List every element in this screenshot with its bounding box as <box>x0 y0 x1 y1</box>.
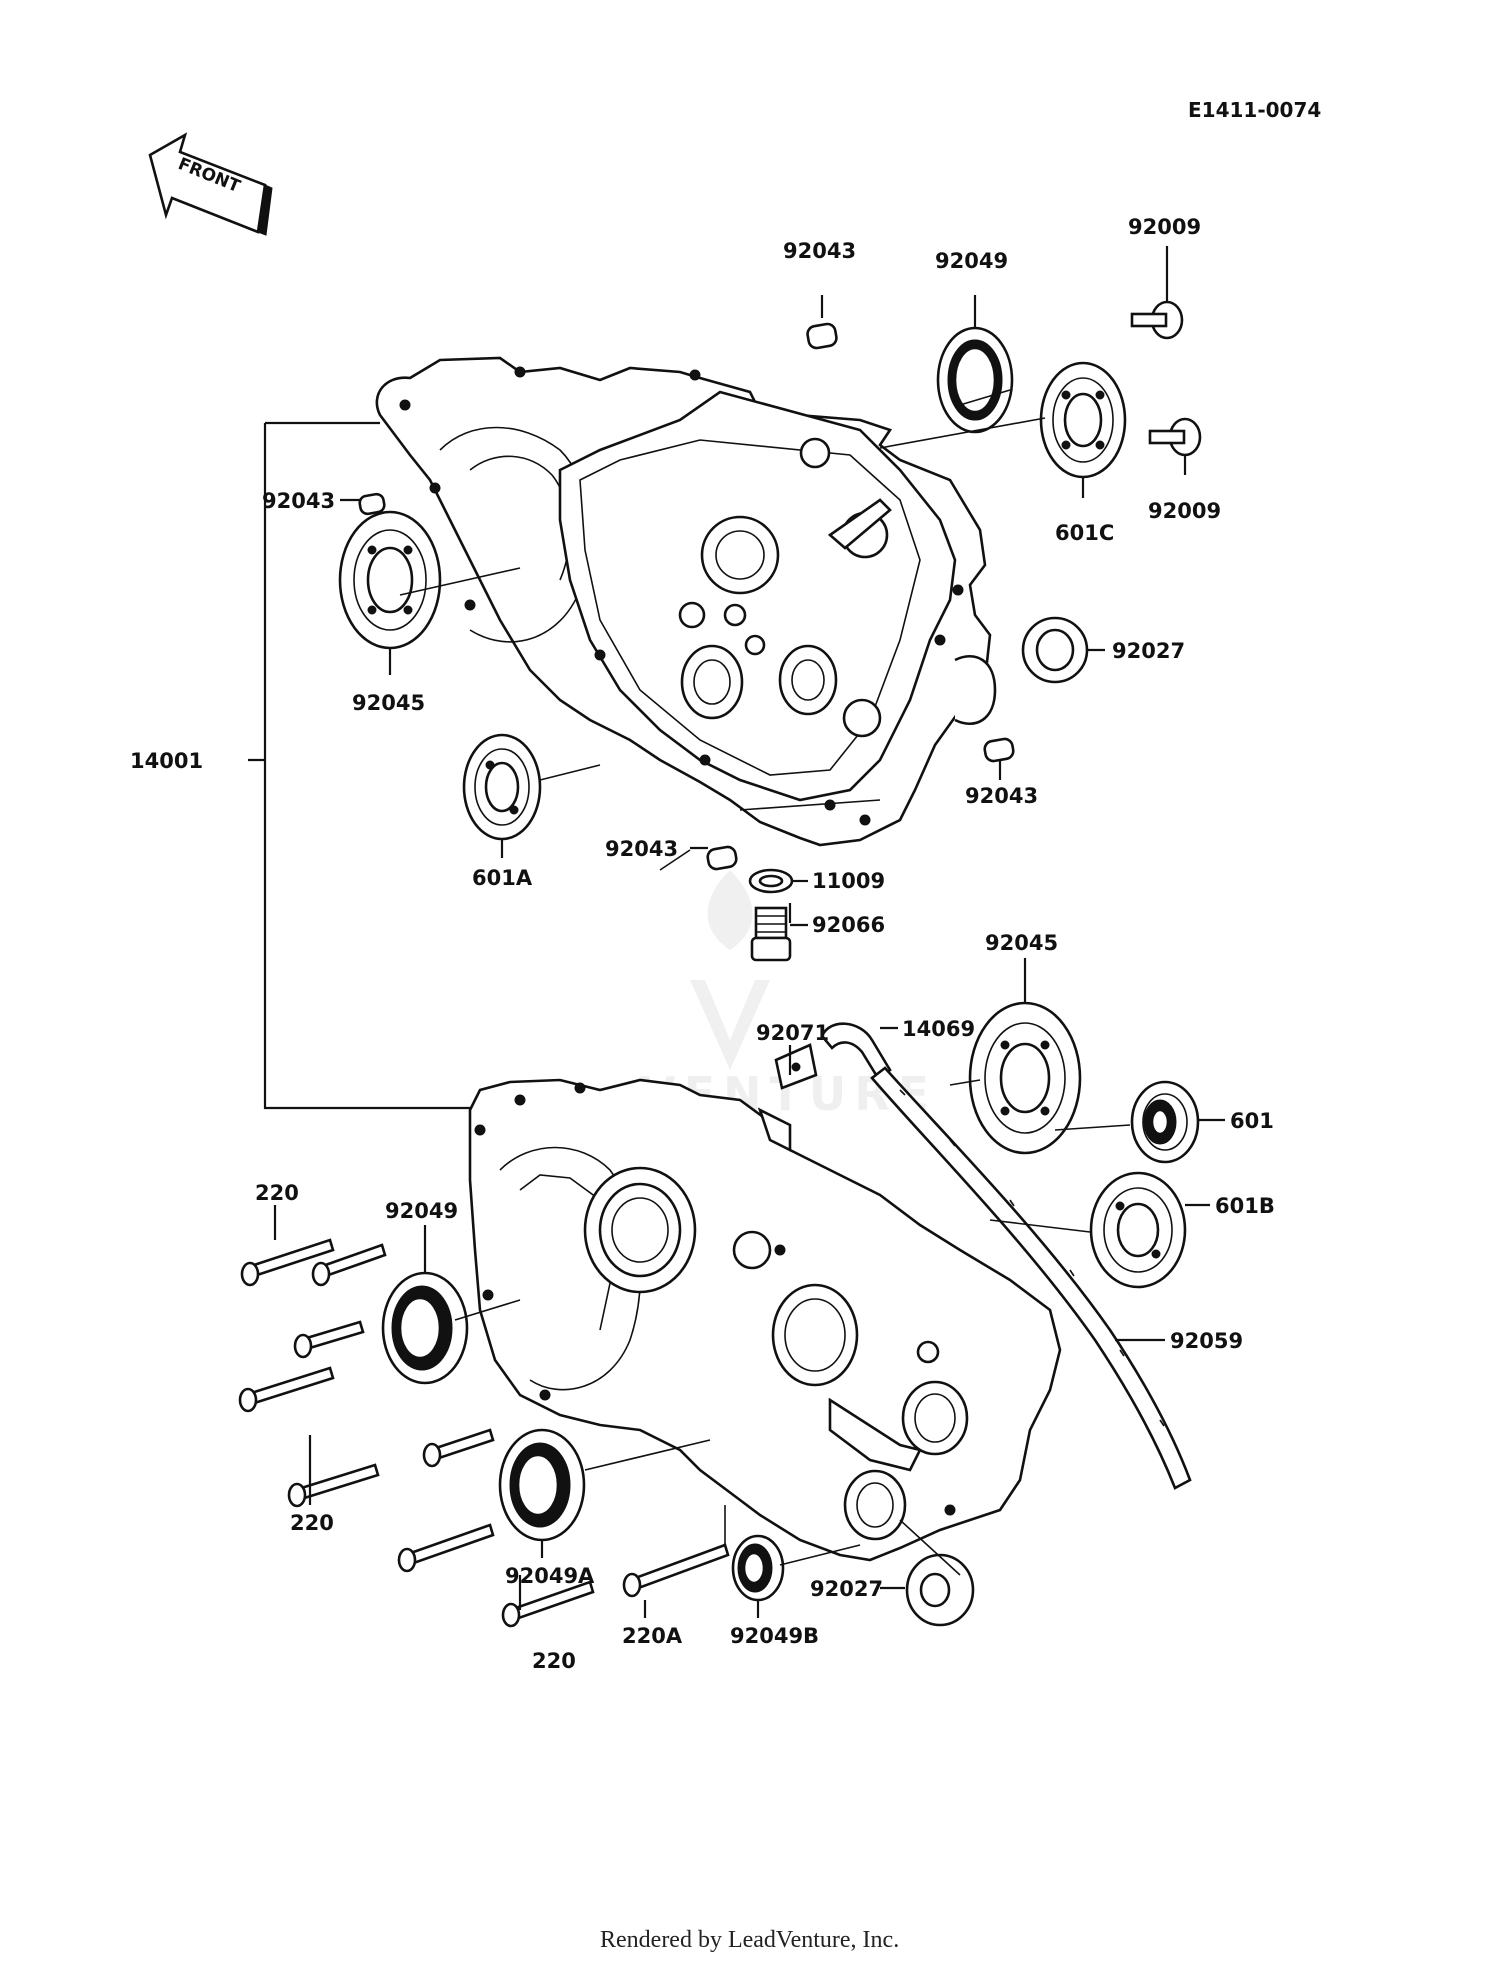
ball-bearing-icon <box>462 733 542 841</box>
label-92049B: 92049B <box>730 1624 819 1648</box>
dowel-pin-icon <box>358 322 1015 871</box>
gasket-icon <box>748 868 794 894</box>
breather-hose-icon <box>870 1066 1192 1490</box>
label-601B: 601B <box>1215 1194 1275 1218</box>
label-92045-left: 92045 <box>352 691 425 715</box>
oil-seal-icon <box>936 326 1014 434</box>
label-601A: 601A <box>472 866 533 890</box>
label-601C: 601C <box>1055 521 1114 545</box>
footer-credit: Rendered by LeadVenture, Inc. <box>600 1927 899 1953</box>
label-92049-left: 92049 <box>385 1199 458 1223</box>
label-601: 601 <box>1230 1109 1274 1133</box>
ball-bearing-icon <box>1089 1171 1187 1289</box>
oil-seal-icon <box>381 1271 469 1385</box>
crankcase-bolt-icon <box>238 1238 730 1628</box>
collar-icon <box>1021 616 1089 684</box>
drawing-id: E1411-0074 <box>1188 98 1321 122</box>
ball-bearing-icon <box>968 1001 1082 1155</box>
ball-bearing-icon <box>1130 1080 1200 1164</box>
label-92043-right: 92043 <box>965 784 1038 808</box>
label-92009-mid: 92009 <box>1148 499 1221 523</box>
label-220-top: 220 <box>255 1181 299 1205</box>
oil-seal-icon <box>731 1534 785 1602</box>
label-92059: 92059 <box>1170 1329 1243 1353</box>
drain-plug-icon <box>750 906 792 962</box>
label-220-mid: 220 <box>290 1511 334 1535</box>
leader-lines <box>248 246 1225 1618</box>
label-14001: 14001 <box>130 749 203 773</box>
lower-crankcase-half <box>468 1078 1062 1562</box>
label-220-bottom: 220 <box>532 1649 576 1673</box>
ball-bearing-icon <box>1039 361 1127 479</box>
ball-bearing-icon <box>338 510 442 650</box>
label-92043-left: 92043 <box>262 489 335 513</box>
label-92043-lower: 92043 <box>605 837 678 861</box>
label-92071: 92071 <box>756 1021 829 1045</box>
upper-crankcase-half <box>375 356 997 847</box>
part-labels: 92043 92049 92009 92009 601C 92043 92027… <box>130 215 1275 1673</box>
label-14069: 14069 <box>902 1017 975 1041</box>
label-92045-right: 92045 <box>985 931 1058 955</box>
fitting-icon <box>774 1043 818 1090</box>
collar-icon <box>905 1553 975 1627</box>
label-92049A: 92049A <box>505 1564 595 1588</box>
label-92066: 92066 <box>812 913 885 937</box>
label-92043-top: 92043 <box>783 239 856 263</box>
label-220A: 220A <box>622 1624 683 1648</box>
oil-seal-icon <box>498 1428 586 1542</box>
label-92049-top: 92049 <box>935 249 1008 273</box>
bolt-icon <box>1130 300 1202 457</box>
label-11009: 11009 <box>812 869 885 893</box>
label-92009-top: 92009 <box>1128 215 1201 239</box>
label-92027-right: 92027 <box>1112 639 1185 663</box>
front-arrow-icon: FRONT <box>148 132 273 236</box>
label-92027-bottom: 92027 <box>810 1577 883 1601</box>
